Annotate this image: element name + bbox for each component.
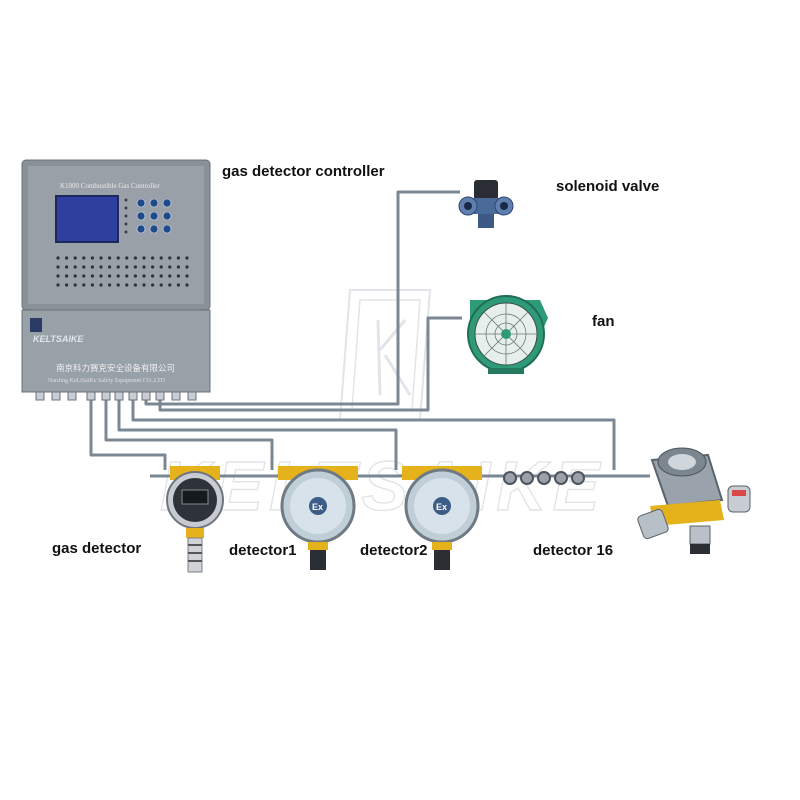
label-fan: fan <box>592 313 615 330</box>
controller-led <box>108 265 112 269</box>
gas-detector-controller: K1000 Combustible Gas Controller KELTSAI… <box>21 159 211 401</box>
controller-led <box>151 274 155 278</box>
controller-led <box>176 265 180 269</box>
controller-led <box>56 265 60 269</box>
controller-led <box>168 283 172 287</box>
controller-led <box>56 256 60 260</box>
controller-led <box>185 256 189 260</box>
controller-led <box>65 274 69 278</box>
controller-screen <box>55 195 119 243</box>
controller-led <box>133 283 137 287</box>
controller-led <box>82 256 86 260</box>
label-gas-detector-controller: gas detector controller <box>222 163 385 180</box>
controller-led <box>90 265 94 269</box>
controller-led <box>176 256 180 260</box>
controller-led <box>176 283 180 287</box>
controller-led <box>56 274 60 278</box>
label-detector1: detector1 <box>229 542 297 559</box>
controller-led <box>142 265 146 269</box>
label-gas-detector: gas detector <box>52 540 142 557</box>
controller-led <box>116 283 120 287</box>
controller-led <box>73 274 77 278</box>
fan-icon <box>467 295 548 374</box>
controller-led <box>65 256 69 260</box>
controller-led <box>82 283 86 287</box>
label-solenoid-valve: solenoid valve <box>556 178 660 195</box>
controller-led <box>185 265 189 269</box>
label-detector2: detector2 <box>360 542 428 559</box>
controller-led <box>185 283 189 287</box>
detector1-ex-badge: Ex <box>312 502 323 512</box>
controller-led-matrix <box>56 256 189 287</box>
controller-status-leds <box>124 198 128 234</box>
controller-led <box>99 283 103 287</box>
controller-led <box>151 256 155 260</box>
controller-led <box>99 256 103 260</box>
controller-led <box>185 274 189 278</box>
controller-led <box>73 283 77 287</box>
controller-brand: KELTSAIKE <box>33 334 84 344</box>
controller-led <box>125 283 129 287</box>
controller-led <box>125 265 129 269</box>
controller-led <box>116 265 120 269</box>
controller-led <box>168 265 172 269</box>
controller-led <box>151 265 155 269</box>
controller-led <box>65 265 69 269</box>
controller-led <box>151 283 155 287</box>
company-name-en: NanJing KeLiSaiKe Safety Equipment CO.,L… <box>48 377 166 384</box>
controller-led <box>168 256 172 260</box>
controller-led <box>90 274 94 278</box>
controller-led <box>142 256 146 260</box>
controller-led <box>159 265 163 269</box>
company-name-cn: 南京科力赛克安全设备有限公司 <box>56 363 175 374</box>
solenoid-valve-icon <box>458 180 514 228</box>
controller-led <box>56 283 60 287</box>
detector1-icon: Ex <box>278 466 358 570</box>
controller-led <box>73 256 77 260</box>
controller-led <box>142 274 146 278</box>
controller-led <box>108 283 112 287</box>
controller-led <box>108 274 112 278</box>
controller-led <box>73 265 77 269</box>
controller-led <box>125 256 129 260</box>
controller-led <box>82 265 86 269</box>
detector2-ex-badge: Ex <box>436 502 447 512</box>
detector2-icon: Ex <box>402 466 482 570</box>
controller-led <box>99 265 103 269</box>
controller-led <box>133 265 137 269</box>
wiring <box>89 190 650 478</box>
controller-led <box>116 256 120 260</box>
watermark-text: KELTSAIKE <box>160 447 606 525</box>
controller-led <box>133 274 137 278</box>
label-detector16: detector 16 <box>533 542 614 559</box>
controller-keypad <box>136 198 172 234</box>
controller-led <box>108 256 112 260</box>
controller-led <box>82 274 86 278</box>
detector16-icon <box>637 447 751 554</box>
controller-led <box>159 256 163 260</box>
controller-led <box>159 283 163 287</box>
controller-led <box>116 274 120 278</box>
watermark-logo <box>338 289 432 421</box>
controller-led <box>159 274 163 278</box>
controller-led <box>176 274 180 278</box>
controller-led <box>65 283 69 287</box>
controller-led <box>99 274 103 278</box>
controller-led <box>90 283 94 287</box>
controller-led <box>133 256 137 260</box>
controller-led <box>142 283 146 287</box>
controller-led <box>125 274 129 278</box>
gas-detector-icon <box>166 466 224 573</box>
brand-logo-icon <box>30 318 42 332</box>
controller-led <box>168 274 172 278</box>
controller-led <box>90 256 94 260</box>
controller-panel-title: K1000 Combustible Gas Controller <box>60 182 160 190</box>
ellipsis-dots <box>503 471 585 485</box>
cable-glands <box>35 391 197 401</box>
